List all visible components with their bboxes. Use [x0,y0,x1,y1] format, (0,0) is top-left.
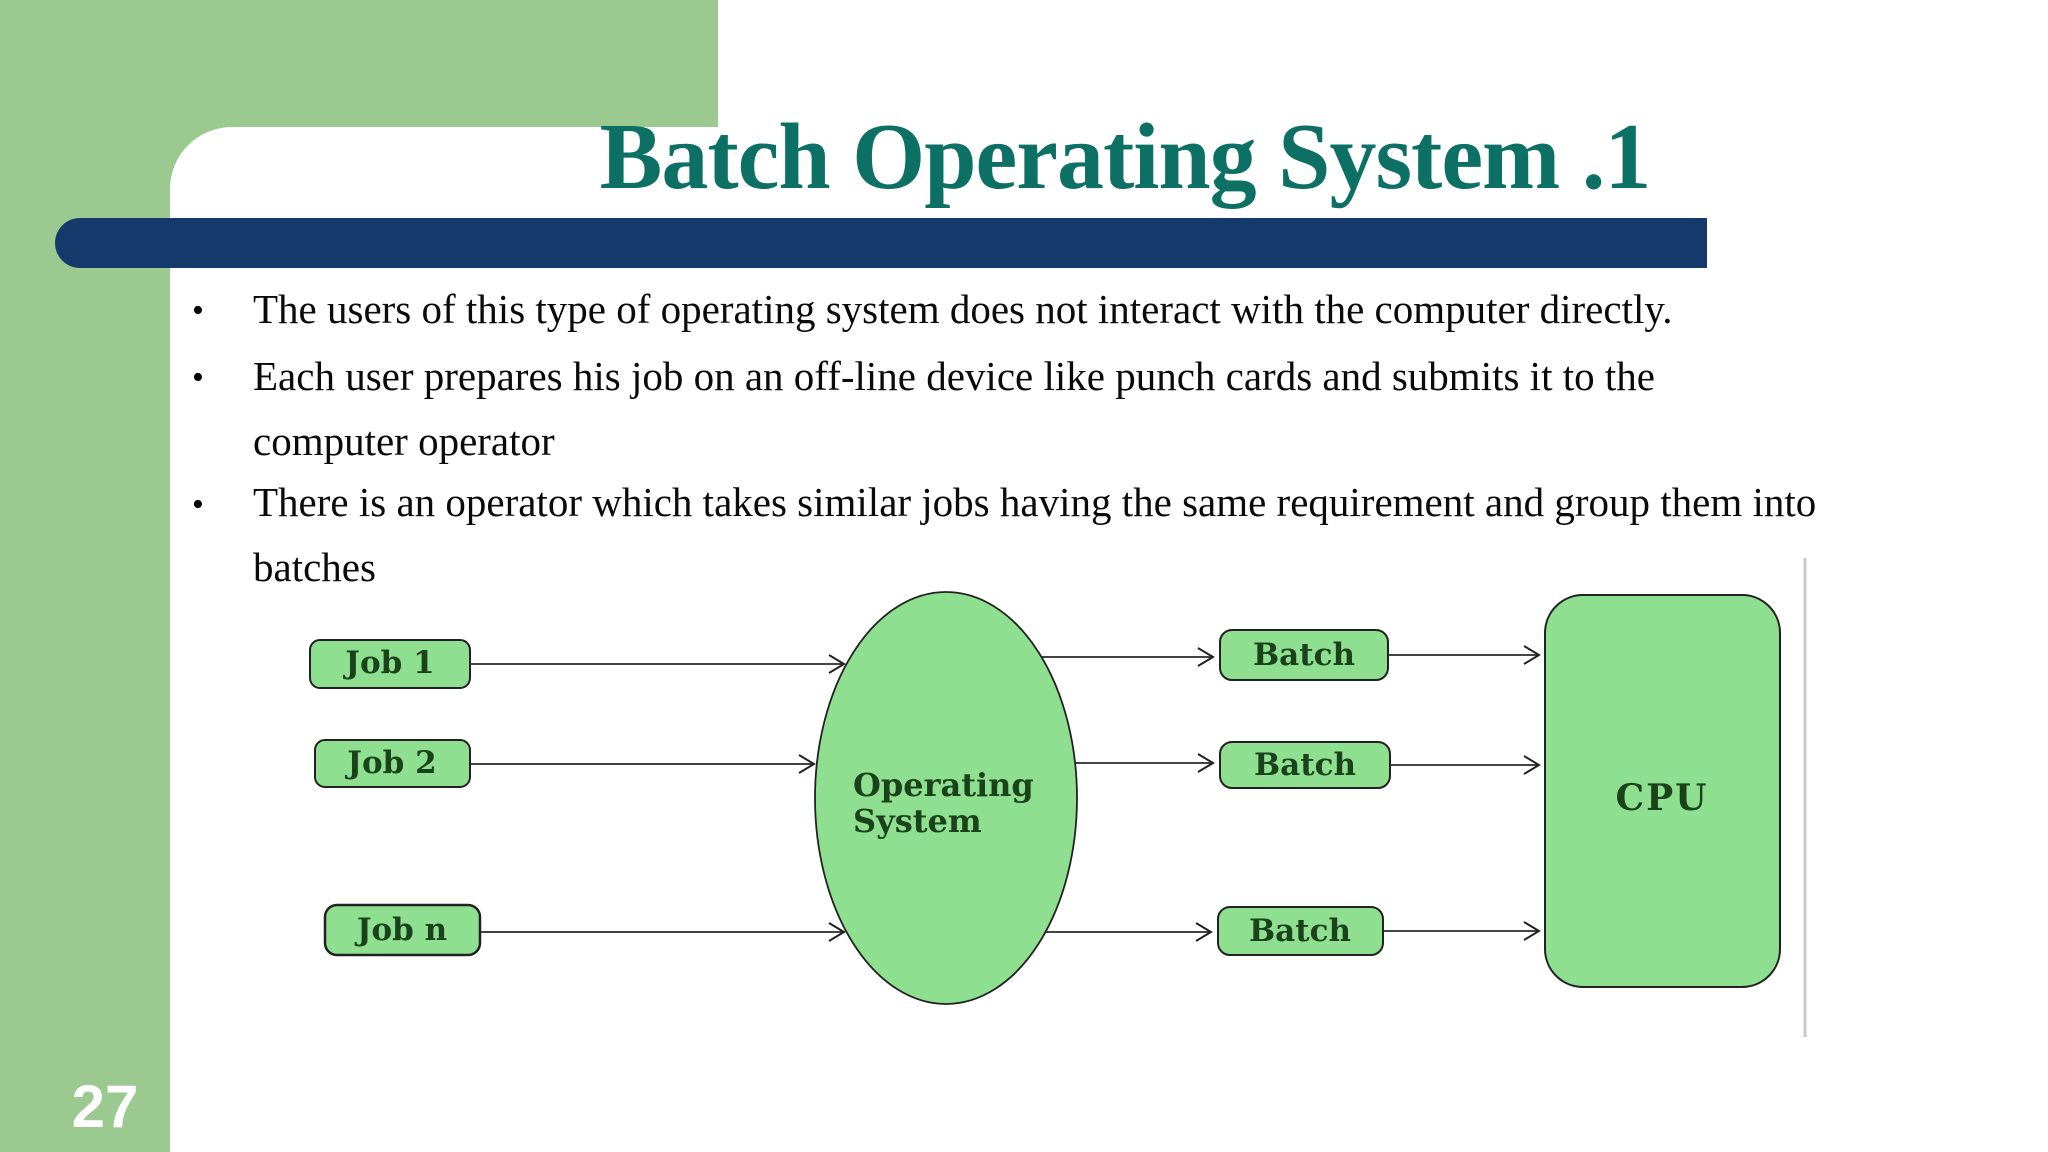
bullet-dot: • [192,486,204,523]
bullet-line: Each user prepares his job on an off-lin… [253,353,1655,399]
batch1-label: Batch [1253,637,1355,673]
job2-label: Job 2 [344,745,436,781]
job1-box [309,639,471,689]
page-number: 27 [71,1073,139,1140]
job2-box [314,739,471,788]
job1-label: Job 1 [342,645,434,681]
batch2-label: Batch [1254,747,1356,783]
bullet-line: computer operator [253,418,555,464]
bullet-dot: • [192,359,204,396]
left-green-sidebar [0,0,170,1152]
batch-os-diagram: Job 1 Job 2 Job n Operating System Batch… [309,558,1807,1037]
bullet-dot: • [192,292,204,329]
batch2-box [1219,741,1391,789]
cpu-label: CPU [1615,777,1708,819]
os-label-line2: System [853,802,982,840]
bullet-line: There is an operator which takes similar… [253,479,1817,525]
bullet-line: The users of this type of operating syst… [253,286,1673,332]
batch3-label: Batch [1249,913,1351,949]
batch3-box [1217,906,1384,956]
jobn-box [323,903,482,957]
title-divider-bar [55,218,1707,268]
os-ellipse [814,591,1078,1005]
batch1-box [1219,629,1389,681]
os-label-line1: Operating [853,766,1034,804]
bullet-line-clipped: batches [253,544,376,583]
page-title: Batch Operating System .1 [599,105,1652,209]
cpu-box [1544,594,1781,988]
jobn-label: Job n [354,912,447,948]
arrow-group [470,645,1541,942]
